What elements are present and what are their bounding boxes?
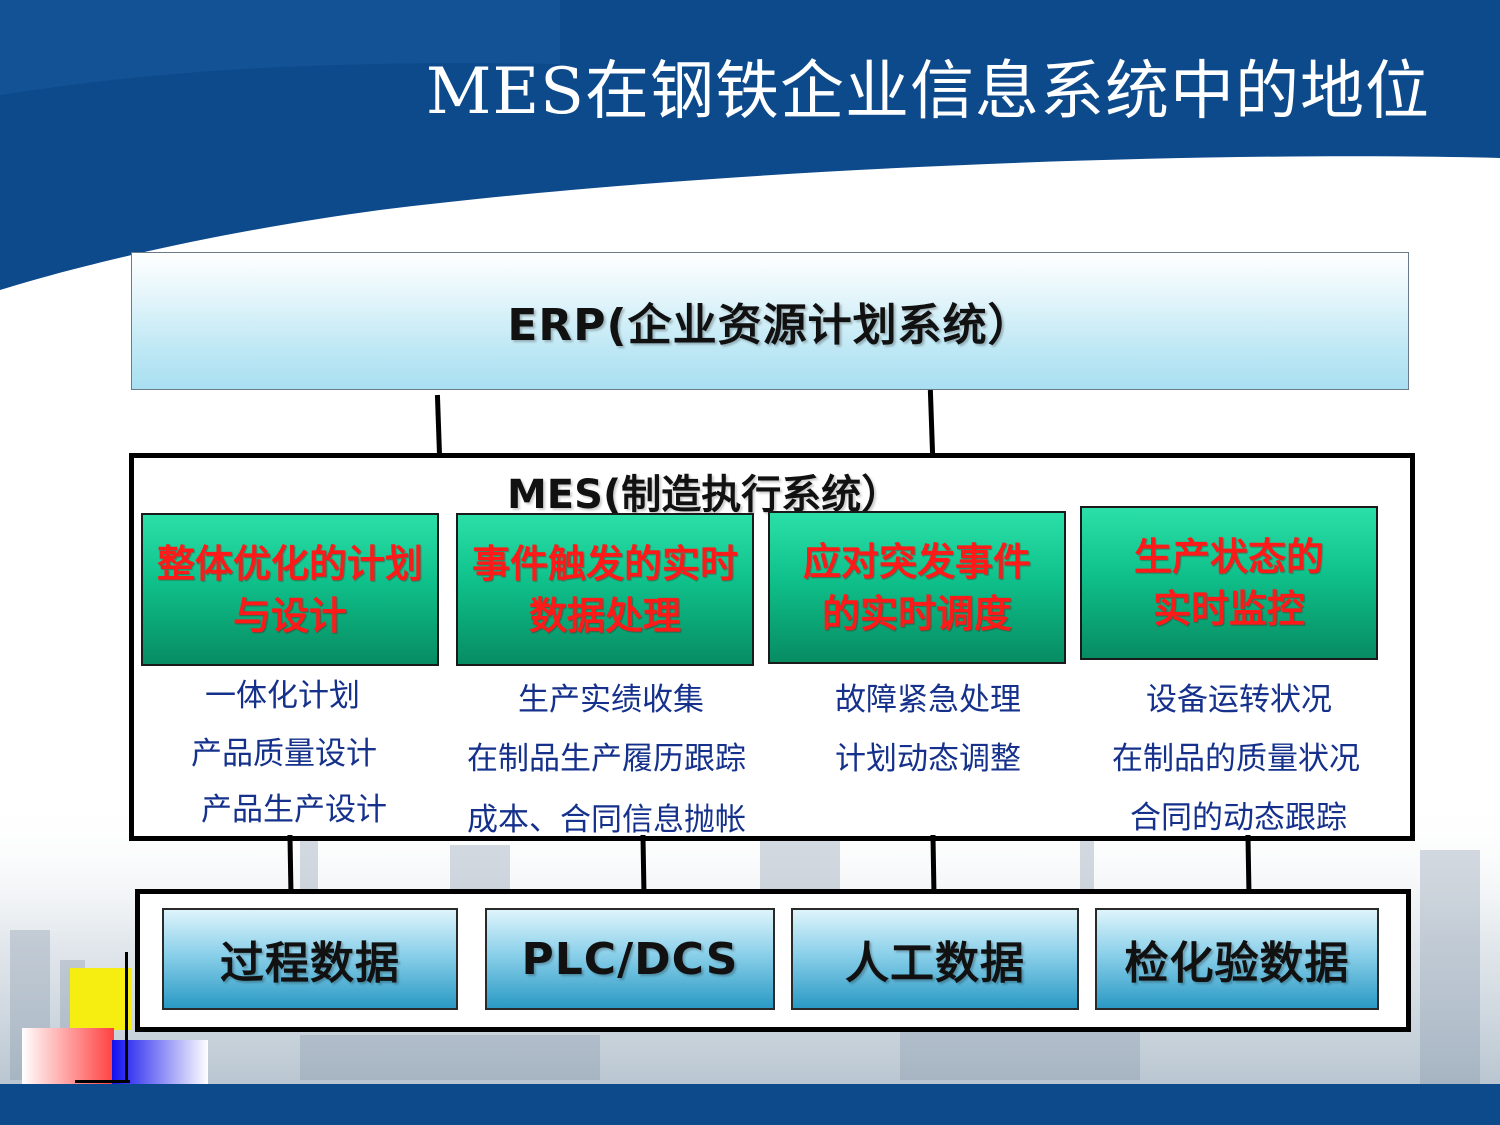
detail-item: 生产实绩收集	[518, 682, 704, 718]
data-box-label: PLC/DCS	[521, 933, 739, 985]
function-box-monitoring: 生产状态的 实时监控	[1080, 506, 1378, 660]
header-band	[0, 0, 1500, 290]
data-box-plc-dcs: PLC/DCS	[485, 908, 775, 1010]
detail-item: 在制品生产履历跟踪	[467, 741, 746, 777]
data-box-manual-data: 人工数据	[791, 908, 1079, 1010]
deco-yellow-square	[70, 968, 132, 1030]
detail-item: 产品质量设计	[191, 736, 377, 772]
deco-vertical-line	[125, 952, 128, 1082]
page-title: MES在钢铁企业信息系统中的地位	[425, 55, 1430, 129]
connector-mes-data-1	[287, 834, 294, 898]
function-title: 整体优化的计划 与设计	[156, 541, 423, 638]
function-title: 生产状态的 实时监控	[1133, 535, 1324, 631]
function-box-planning: 整体优化的计划 与设计	[141, 513, 439, 666]
function-title: 事件触发的实时 数据处理	[471, 541, 738, 638]
connector-mes-data-2	[640, 834, 647, 898]
detail-item: 设备运转状况	[1146, 682, 1332, 718]
erp-label: ERP(企业资源计划系统）	[507, 300, 1033, 351]
detail-item: 故障紧急处理	[835, 682, 1021, 718]
deco-red-gradient-square	[22, 1028, 114, 1084]
deco-horizontal-line	[75, 1080, 130, 1083]
erp-box: ERP(企业资源计划系统）	[131, 252, 1409, 390]
deco-blue-gradient-square	[112, 1040, 208, 1084]
data-box-label: 过程数据	[220, 938, 400, 989]
detail-item: 在制品的质量状况	[1112, 741, 1360, 777]
footer-band	[0, 1084, 1500, 1125]
connector-mes-data-3	[930, 834, 937, 898]
detail-item: 一体化计划	[205, 678, 360, 714]
detail-item: 成本、合同信息抛帐	[467, 802, 746, 838]
function-box-event-data: 事件触发的实时 数据处理	[456, 513, 754, 666]
data-box-process-data: 过程数据	[162, 908, 458, 1010]
header-highlight	[0, 0, 560, 95]
connector-mes-data-4	[1245, 834, 1252, 898]
detail-item: 产品生产设计	[201, 792, 387, 828]
detail-item: 合同的动态跟踪	[1130, 800, 1347, 836]
function-box-scheduling: 应对突发事件 的实时调度	[768, 511, 1066, 664]
data-box-label: 检化验数据	[1124, 938, 1350, 989]
data-box-lab-data: 检化验数据	[1095, 908, 1379, 1010]
detail-item: 计划动态调整	[835, 741, 1021, 777]
mes-label: MES(制造执行系统）	[507, 472, 902, 518]
data-box-label: 人工数据	[845, 938, 1025, 989]
function-title: 应对突发事件 的实时调度	[802, 539, 1031, 636]
